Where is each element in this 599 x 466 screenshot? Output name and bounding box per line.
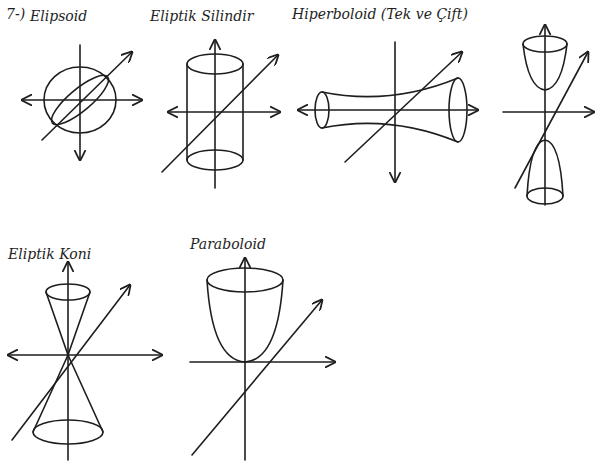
hyperboloid-two-sheet-sketch — [503, 25, 594, 205]
surface-name: Eliptik Koni — [8, 246, 91, 263]
hyperboloid-one-sheet-sketch — [298, 42, 478, 182]
paraboloid-sketch — [190, 258, 335, 460]
surface-name: Eliptik Silindir — [150, 8, 253, 25]
surface-name: Hiperboloid (Tek ve Çift) — [292, 6, 468, 23]
surface-name: Elipsoid — [30, 8, 87, 25]
surface-name: Paraboloid — [190, 236, 266, 253]
elliptic-cylinder-sketch — [162, 40, 280, 188]
item-number: 7-) — [6, 6, 25, 23]
elliptic-cone-sketch — [8, 262, 162, 460]
ellipsoid-sketch — [22, 45, 142, 160]
